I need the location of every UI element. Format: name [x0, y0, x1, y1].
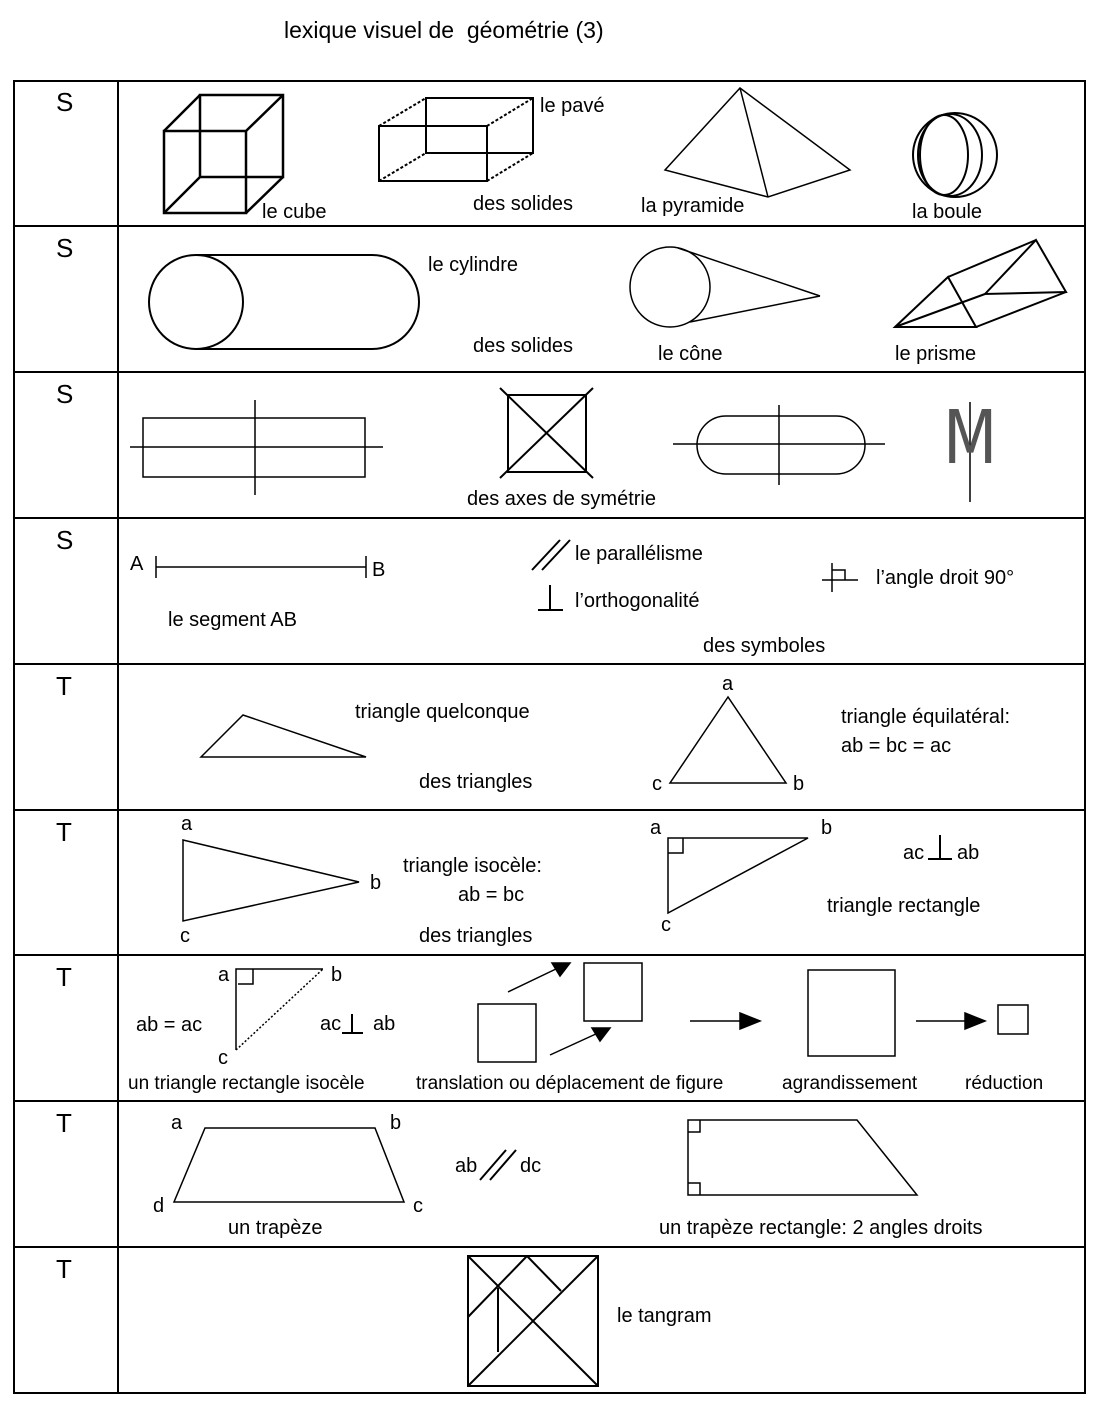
row-letter: T: [56, 817, 72, 847]
symmetry-stadium: [673, 405, 885, 485]
tangram: [467, 1255, 599, 1387]
label-right-isosceles: un triangle rectangle isocèle: [128, 1073, 365, 1094]
label-ball: la boule: [912, 201, 983, 223]
label-parallel: le parallélisme: [575, 543, 703, 565]
group-label: des triangles: [419, 771, 533, 793]
vertex-c: c: [413, 1195, 423, 1217]
perpendicular-symbol-icon: [538, 585, 563, 611]
vertex-b: b: [370, 872, 382, 894]
cylinder-shape: [148, 254, 420, 350]
vertex-a: a: [722, 673, 734, 695]
pyramid-shape: [663, 86, 852, 198]
ball-shape: [912, 112, 998, 198]
label-cylinder: le cylindre: [428, 254, 519, 276]
equilateral-triangle: [668, 695, 788, 784]
label-prism: le prisme: [895, 343, 977, 365]
parallel-left: ab: [455, 1155, 478, 1177]
right-isosceles-triangle: [235, 968, 324, 1051]
group-label: des axes de symétrie: [467, 488, 656, 510]
group-label: des solides: [473, 335, 574, 357]
label-enlargement: agrandissement: [782, 1073, 918, 1094]
vertex-a: a: [171, 1112, 183, 1134]
row-letter: T: [56, 1254, 72, 1284]
point-b-label: B: [372, 559, 386, 581]
label-trapezoid: un trapèze: [228, 1217, 323, 1239]
right-triangle: [667, 837, 809, 915]
vertex-b: b: [331, 964, 343, 986]
label-cone: le cône: [658, 343, 723, 365]
perp-left: ac: [903, 842, 925, 864]
vertex-a: a: [650, 817, 662, 839]
vertex-a: a: [218, 964, 230, 986]
cuboid-shape: [378, 97, 534, 182]
isosceles-rule: ab = bc: [458, 884, 525, 906]
enlargement-figure: [690, 969, 896, 1057]
vertex-c: c: [652, 773, 662, 795]
perp-symbol-row7-icon: [342, 1014, 363, 1034]
label-translation: translation ou déplacement de figure: [416, 1073, 724, 1094]
group-label: des symboles: [703, 635, 826, 657]
perp-left: ac: [320, 1013, 342, 1035]
vertex-b: b: [821, 817, 833, 839]
right-angle-symbol-icon: [822, 563, 858, 592]
label-right-angle: l’angle droit 90°: [876, 567, 1015, 589]
translation-figure: [477, 962, 643, 1063]
row-letter: T: [56, 671, 72, 701]
row-letter: T: [56, 962, 72, 992]
reduction-figure: [916, 1004, 1029, 1035]
label-cube: le cube: [262, 201, 327, 223]
trapezoid: [172, 1127, 406, 1203]
perp-right: ab: [373, 1013, 396, 1035]
cone-shape: [629, 246, 821, 328]
label-isosceles: triangle isocèle:: [403, 855, 542, 877]
vertex-d: d: [153, 1195, 165, 1217]
vertex-c: c: [218, 1047, 228, 1069]
perp-symbol-row6-icon: [928, 835, 952, 860]
equilateral-rule: ab = bc = ac: [841, 735, 952, 757]
label-right-trapezoid: un trapèze rectangle: 2 angles droits: [659, 1217, 983, 1239]
vertex-c: c: [180, 925, 190, 947]
isosceles-triangle: [182, 839, 360, 922]
perp-right: ab: [957, 842, 980, 864]
vertex-b: b: [390, 1112, 402, 1134]
label-orthogonal: l’orthogonalité: [575, 590, 700, 612]
group-label: des triangles: [419, 925, 533, 947]
label-segment: le segment AB: [168, 609, 297, 631]
parallel-symbol-icon: [531, 539, 571, 571]
label-right-triangle: triangle rectangle: [827, 895, 981, 917]
point-a-label: A: [130, 553, 144, 575]
row-letter: S: [56, 87, 74, 117]
symmetry-rectangle: [130, 400, 383, 495]
label-tangram: le tangram: [617, 1305, 712, 1327]
label-equilateral: triangle équilatéral:: [841, 706, 1010, 728]
prism-shape: [892, 238, 1068, 328]
vertex-b: b: [793, 773, 805, 795]
row-letter: S: [56, 525, 74, 555]
row-letter: T: [56, 1108, 72, 1138]
scalene-triangle: [199, 714, 367, 758]
row-letter: S: [56, 379, 74, 409]
label-reduction: réduction: [965, 1073, 1044, 1094]
label-cuboid: le pavé: [540, 95, 605, 117]
segment-ab: [155, 556, 367, 578]
row-letter: S: [56, 233, 74, 263]
parallel-right: dc: [520, 1155, 542, 1177]
label-scalene: triangle quelconque: [355, 701, 530, 723]
parallel-symbol-row8-icon: [479, 1149, 517, 1181]
label-pyramid: la pyramide: [641, 195, 745, 217]
letter-m-figure: M: [943, 395, 998, 481]
cube-shape: [162, 93, 285, 215]
symmetry-square: [499, 387, 594, 479]
page-title: lexique visuel de géométrie (3): [284, 17, 604, 43]
vertex-a: a: [181, 813, 193, 835]
table-grid: [13, 80, 1086, 1394]
right-trapezoid: [687, 1119, 919, 1196]
vertex-c: c: [661, 914, 671, 936]
equality-rule: ab = ac: [136, 1014, 203, 1036]
group-label: des solides: [473, 193, 574, 215]
